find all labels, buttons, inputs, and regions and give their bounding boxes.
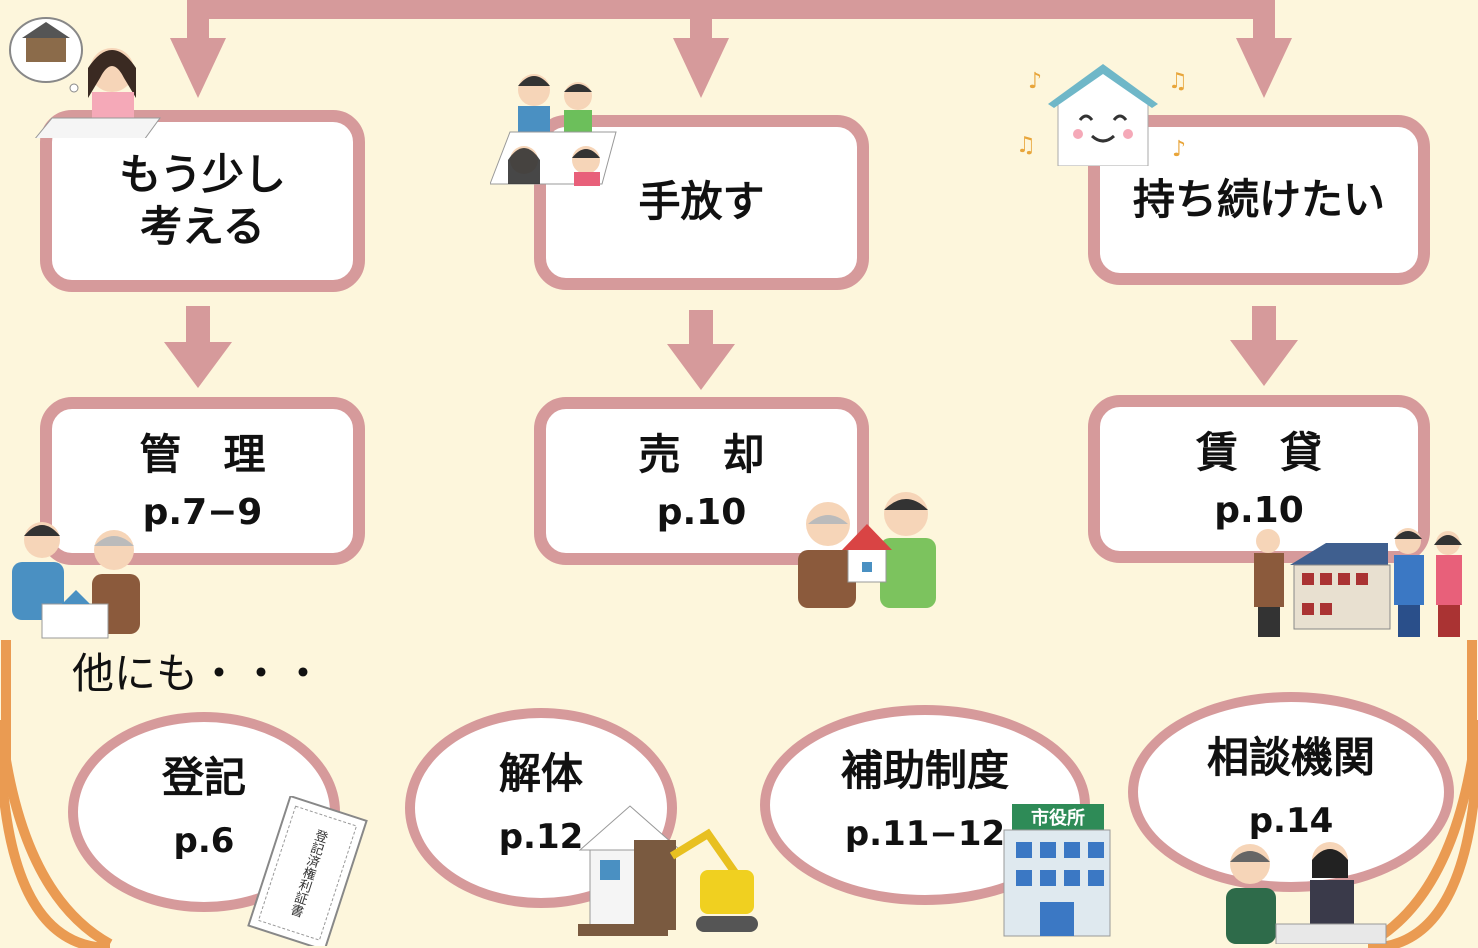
oval-label: 解体 <box>498 749 583 798</box>
orange-frame-left <box>1 640 113 948</box>
svg-text:♫: ♫ <box>1016 133 1036 158</box>
thinking-girl-illustration <box>9 17 161 138</box>
orange-frame-right <box>1365 640 1477 948</box>
oval-label: 相談機関 <box>1206 733 1375 782</box>
option-label: もう少し 考える <box>119 149 286 252</box>
demolition-illustration <box>578 805 758 936</box>
result-box-sell: 売 却 p.10 <box>534 397 869 565</box>
top-connector <box>187 0 1275 50</box>
arrow-mid-2-stem <box>689 310 713 350</box>
option-label: 手放す <box>638 177 765 227</box>
page-ref: p.14 <box>1248 801 1334 841</box>
page-ref: p.10 <box>1214 489 1304 531</box>
arrow-mid-3 <box>1230 340 1298 386</box>
oval-label: 登記 <box>161 753 246 802</box>
page-ref: p.6 <box>173 821 235 861</box>
city-hall-illustration: 市役所 <box>1003 804 1111 937</box>
svg-text:♪: ♪ <box>1028 69 1042 94</box>
consultation-illustration <box>1226 842 1387 944</box>
caregiver-illustration <box>12 522 140 639</box>
arrow-down-2 <box>673 38 729 98</box>
oval-demolition: 解体 p.12 <box>405 708 677 908</box>
result-label: 管 理 <box>139 430 266 480</box>
arrow-mid-3-stem <box>1252 306 1276 346</box>
certificate-illustration: 登記済権利証書 <box>247 796 368 946</box>
apartment-tenants-illustration <box>1254 528 1462 637</box>
result-label: 売 却 <box>638 430 765 480</box>
page-ref: p.7−9 <box>142 491 263 533</box>
happy-house-illustration: ♪ ♫ ♫ ♪ <box>1016 64 1188 166</box>
house-handover-illustration <box>798 492 936 608</box>
city-hall-sign: 市役所 <box>1031 807 1085 829</box>
page-ref: p.10 <box>656 491 747 533</box>
arrow-mid-2 <box>667 344 735 390</box>
result-box-manage: 管 理 p.7−9 <box>40 397 365 565</box>
arrow-mid-1-stem <box>186 306 210 348</box>
svg-text:♫: ♫ <box>1168 69 1188 94</box>
oval-label: 補助制度 <box>840 746 1009 795</box>
orange-frame <box>0 719 1478 948</box>
arrow-down-1 <box>170 38 226 98</box>
svg-text:♪: ♪ <box>1172 137 1186 162</box>
oval-consultation: 相談機関 p.14 <box>1128 692 1454 892</box>
page-ref: p.12 <box>498 817 584 857</box>
family-meeting-illustration <box>490 74 617 186</box>
arrow-mid-1 <box>164 342 232 388</box>
page-ref: p.11−12 <box>844 814 1006 854</box>
other-heading: 他にも・・・ <box>72 649 325 698</box>
option-label: 持ち続けたい <box>1132 174 1385 224</box>
arrow-down-3 <box>1236 38 1292 98</box>
result-label: 賃 貸 <box>1195 428 1322 478</box>
